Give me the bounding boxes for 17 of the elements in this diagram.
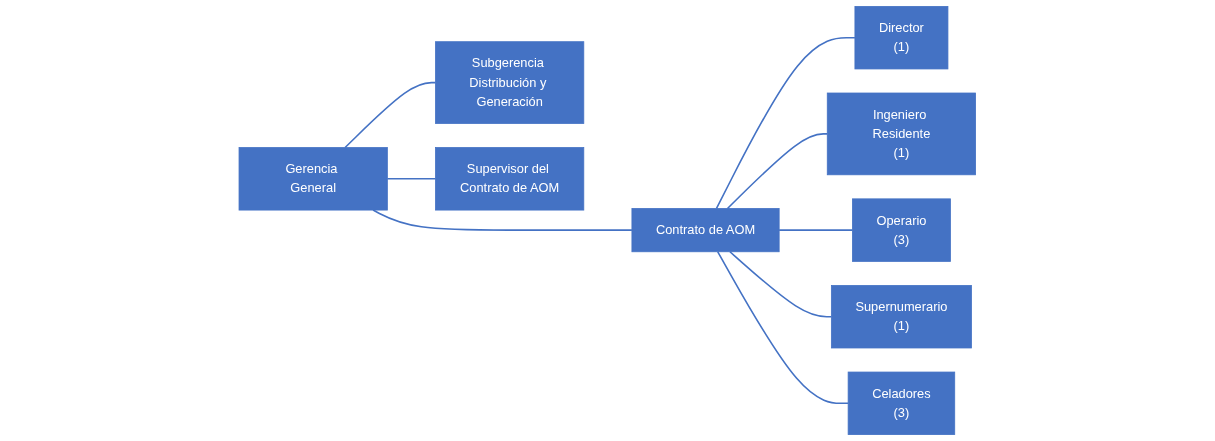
node-box: Subgerencia Distribución y Generación [435,41,585,124]
node-box: Supervisor del Contrato de AOM [435,147,585,211]
node-box: Supernumerario (1) [831,285,973,349]
node-box: Operario (3) [852,198,952,262]
connector [717,250,850,405]
node-box: Gerencia General [238,147,388,211]
node-box: Celadores (3) [847,371,956,435]
connector [386,178,437,180]
connector [729,250,833,318]
node-box: Contrato de AOM [631,208,780,253]
connector [344,81,437,149]
connector [715,36,856,210]
connector [372,209,633,231]
node-box: Ingeniero Residente (1) [827,92,977,176]
connector [778,229,854,231]
connector [726,133,829,210]
node-box: Director (1) [854,6,949,70]
